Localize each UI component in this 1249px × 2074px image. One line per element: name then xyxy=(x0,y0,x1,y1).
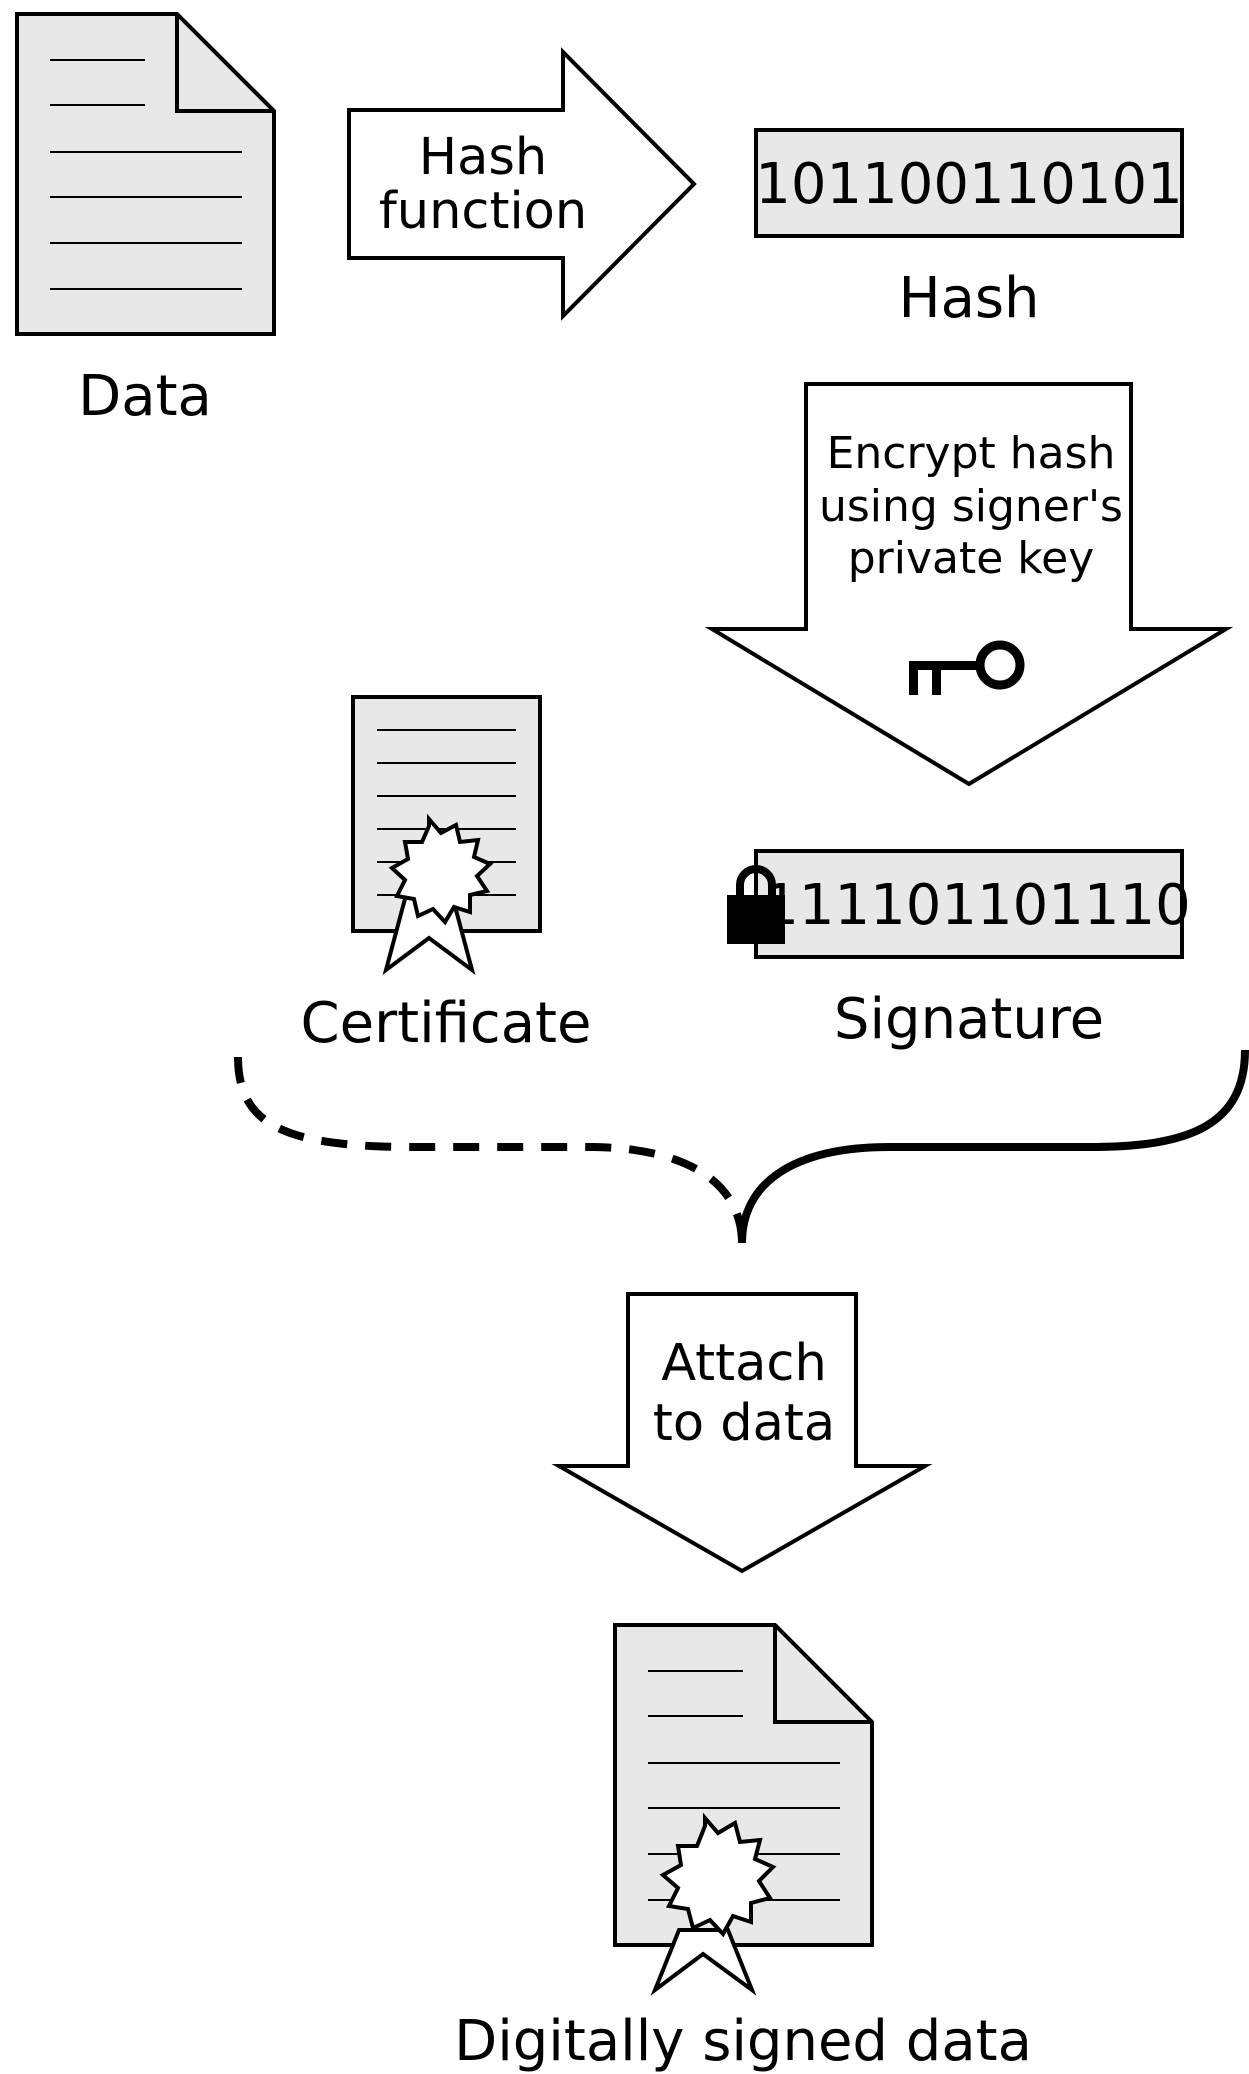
signed-data-label: Digitally signed data xyxy=(454,2009,1032,2074)
encrypt-arrow xyxy=(704,382,1234,787)
encrypt-label-line1: Encrypt hash xyxy=(827,428,1116,479)
hash-value: 101100110101 xyxy=(755,152,1183,217)
signature-connector-solid xyxy=(738,1049,1249,1244)
data-document-icon xyxy=(15,12,276,336)
attach-label-line2: to data xyxy=(653,1394,835,1453)
attach-label-line1: Attach xyxy=(661,1334,827,1393)
hash-function-label-line2: function xyxy=(379,182,587,241)
hash-function-arrow xyxy=(347,47,697,321)
signature-value-box xyxy=(754,849,1184,959)
certificate-icon xyxy=(351,695,542,976)
signature-label: Signature xyxy=(834,987,1104,1052)
key-icon xyxy=(909,640,1025,695)
hash-function-label-line1: Hash xyxy=(419,128,548,187)
certificate-connector-dashed xyxy=(234,1056,746,1244)
encrypt-label-line2: using signer's xyxy=(819,481,1123,532)
certificate-seal xyxy=(388,813,494,926)
hash-label: Hash xyxy=(898,266,1039,331)
signed-document-icon xyxy=(613,1623,874,1996)
hash-value-box xyxy=(754,128,1184,238)
signed-seal xyxy=(659,1812,777,1938)
signature-value: 111101101110 xyxy=(763,873,1191,938)
data-label: Data xyxy=(78,364,212,429)
certificate-label: Certificate xyxy=(301,991,592,1056)
encrypt-label-line3: private key xyxy=(848,533,1095,584)
lock-icon xyxy=(727,865,785,944)
attach-arrow xyxy=(551,1292,933,1574)
